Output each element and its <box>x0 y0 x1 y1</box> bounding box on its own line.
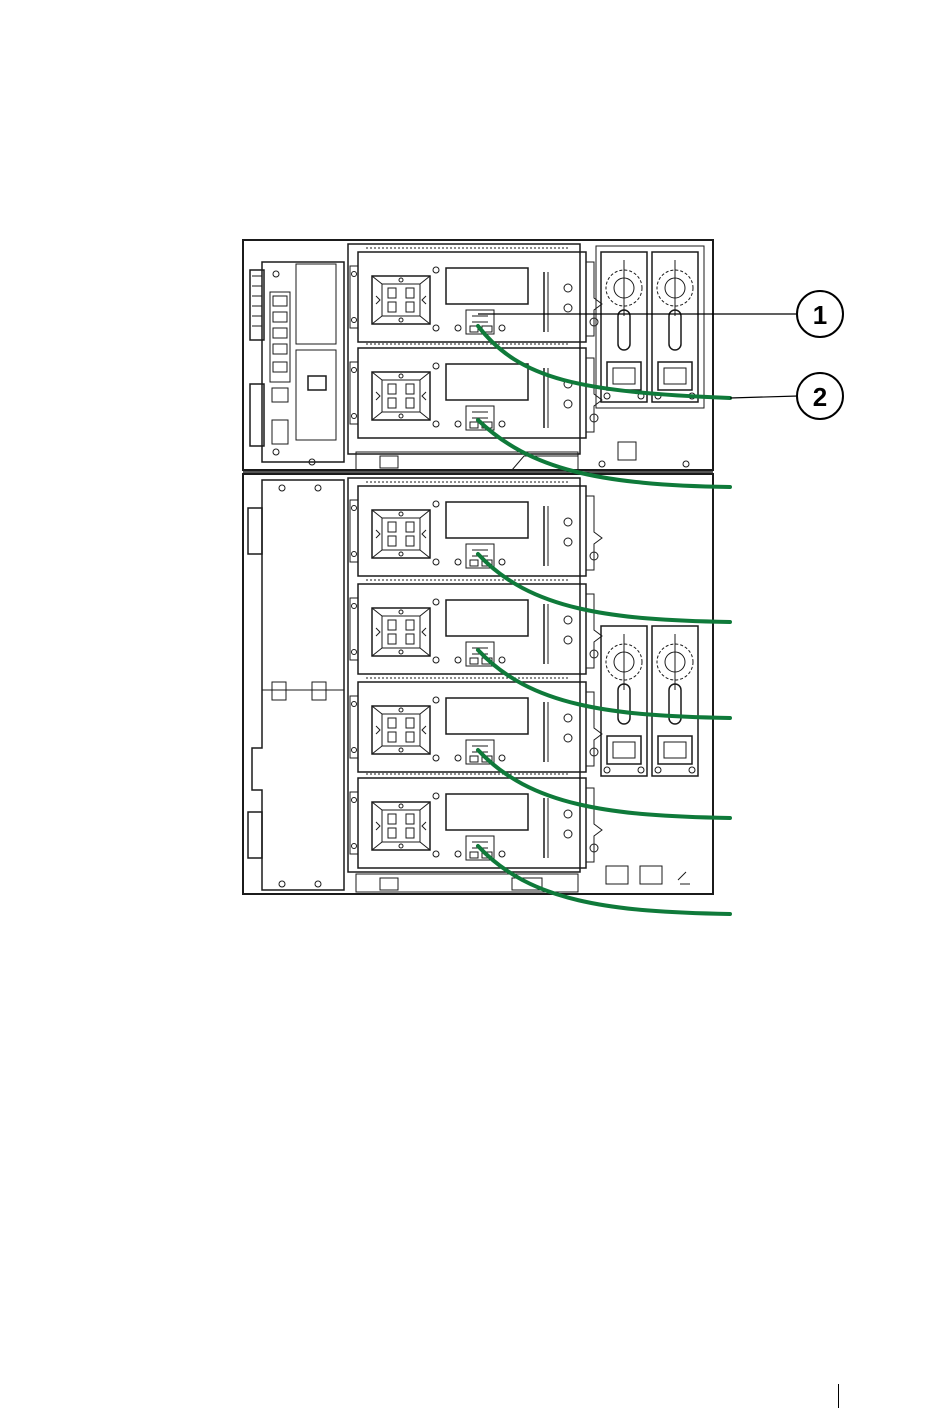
cable-drive-4 <box>478 650 730 718</box>
callout-2-label: 2 <box>813 382 827 412</box>
callout-2: 2 <box>730 373 843 419</box>
cables <box>478 326 730 914</box>
cable-drive-3 <box>478 554 730 622</box>
expansion-module-lower <box>243 474 713 894</box>
control-module-upper <box>243 240 713 472</box>
cable-drive-6 <box>478 846 730 914</box>
callout-1-label: 1 <box>813 300 827 330</box>
